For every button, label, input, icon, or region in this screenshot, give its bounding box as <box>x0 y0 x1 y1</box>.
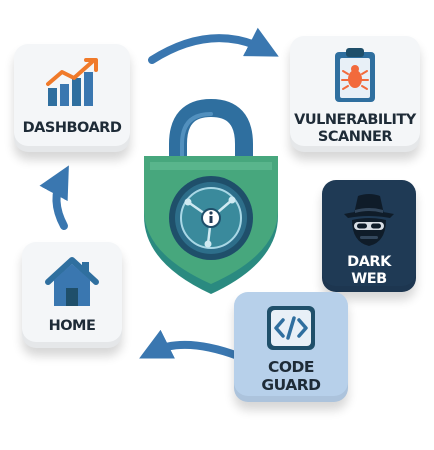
bar-chart-trend-icon <box>46 58 98 106</box>
bug-clipboard-icon <box>335 48 375 102</box>
vulnerability-scanner-label: VULNERABILITY SCANNER <box>290 112 420 146</box>
dark-web-label: DARK WEB <box>322 254 416 288</box>
code-guard-label-line1: CODE <box>267 358 315 376</box>
dashboard-label: DASHBOARD <box>22 120 122 136</box>
dashboard-card[interactable]: DASHBOARD <box>14 44 130 152</box>
vulnerability-label-line2: SCANNER <box>317 129 393 145</box>
arrow-dashboard-to-scanner <box>148 27 279 64</box>
info-icon <box>209 211 213 223</box>
home-label: HOME <box>48 318 96 334</box>
code-guard-label: CODE GUARD <box>234 358 348 394</box>
arrow-home-to-dashboard <box>39 165 69 230</box>
code-guard-label-line2: GUARD <box>261 376 321 394</box>
dark-web-label-line2: WEB <box>351 271 387 287</box>
home-card[interactable]: HOME <box>22 242 122 348</box>
vulnerability-label-line1: VULNERABILITY <box>294 112 416 128</box>
code-guard-card[interactable]: CODE GUARD <box>234 292 348 402</box>
dark-web-card[interactable]: DARK WEB <box>322 180 416 292</box>
padlock-shield-icon <box>144 98 278 294</box>
hacker-hat-icon <box>344 194 394 246</box>
dark-web-label-line1: DARK <box>347 254 391 270</box>
vulnerability-scanner-card[interactable]: VULNERABILITY SCANNER <box>290 36 420 152</box>
arrow-codeguard-to-home <box>139 329 242 360</box>
code-brackets-icon <box>267 306 315 350</box>
house-icon <box>45 257 99 306</box>
